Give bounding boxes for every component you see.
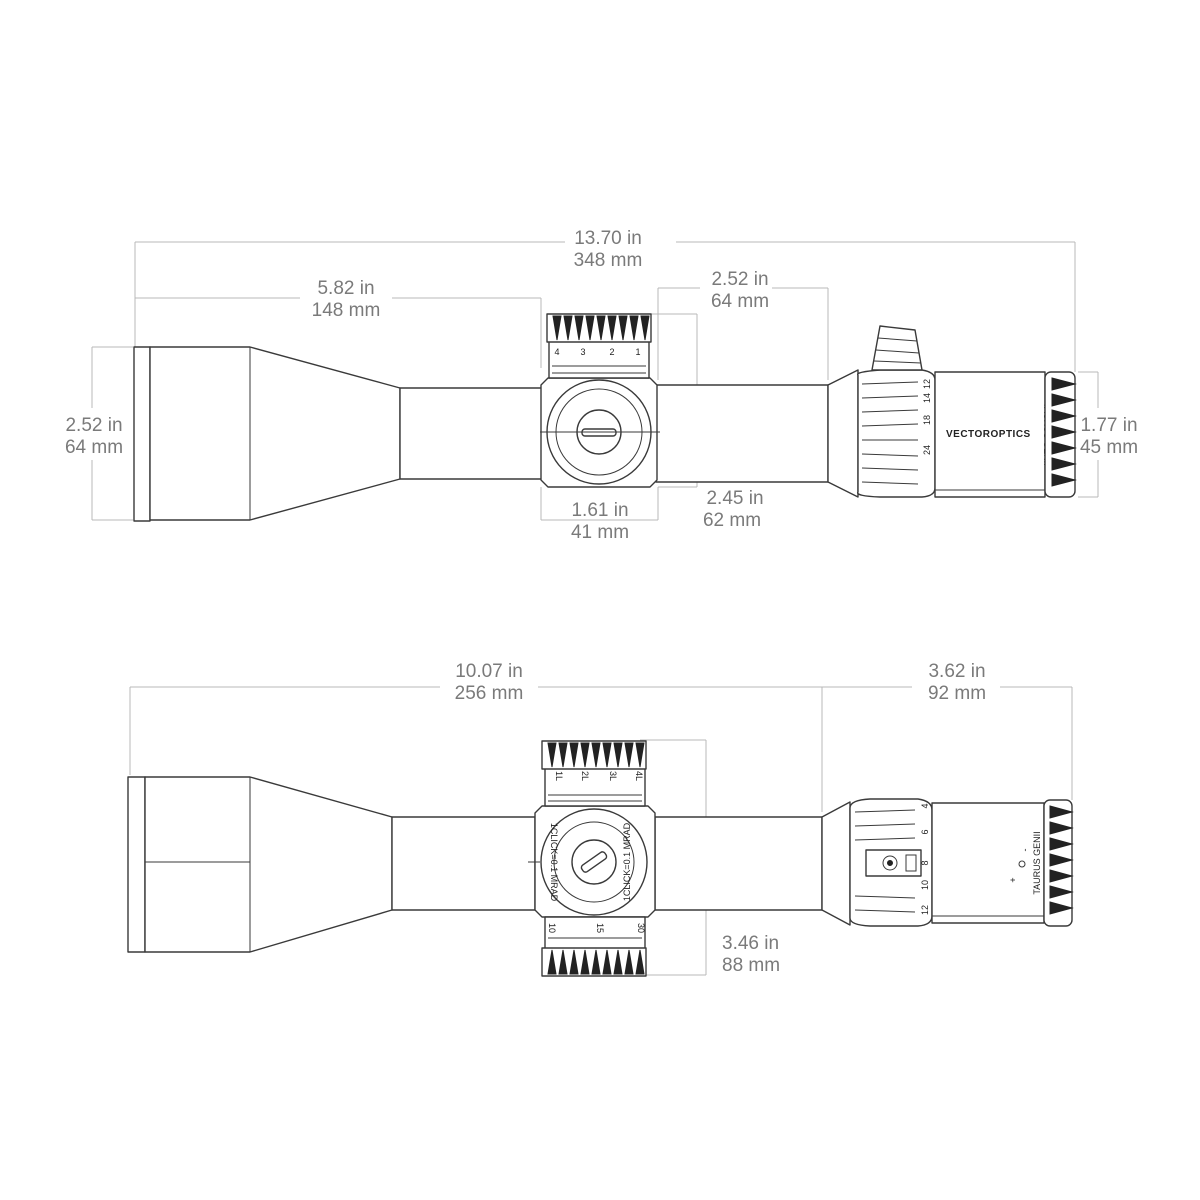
illumination-plus: + [1008, 877, 1018, 882]
overall-length-mm: 348 mm [574, 250, 643, 271]
windage-turret-base [544, 767, 646, 807]
turret-to-ocular-mm: 64 mm [711, 291, 769, 312]
mag-mark-24: 24 [922, 445, 932, 455]
eye-relief-in: 3.62 in [928, 661, 985, 682]
objective-to-saddle-in: 10.07 in [455, 661, 523, 682]
elevation-turret-base [548, 339, 650, 379]
mag-mark-12: 12 [920, 905, 930, 915]
elevation-dial-text-right: 1CLICK=0.1 MRAD [622, 822, 632, 901]
top-dimension-lines [91, 241, 1099, 521]
saddle-length-in: 1.61 in [571, 500, 628, 521]
diopter-knurling-side [1049, 805, 1074, 915]
mag-mark-6: 6 [920, 829, 930, 834]
parallax-knurling [547, 949, 645, 975]
windage-mark-3l: 3L [608, 771, 618, 781]
parallax-mark-30: 30 [636, 923, 646, 933]
scope-body-top: 4 3 2 1 [133, 313, 1077, 522]
objective-to-turret-mm: 148 mm [312, 300, 381, 321]
parallax-mark-15: 15 [595, 923, 605, 933]
side-view: 10.07 in 256 mm 3.62 in 92 mm 3.46 in 88… [127, 661, 1074, 977]
windage-mark-1l: 1L [554, 771, 564, 781]
objective-lens-cap [133, 346, 151, 522]
objective-diameter-in: 2.52 in [65, 415, 122, 436]
diopter-knurling [1051, 377, 1077, 487]
turret-height-mm: 62 mm [703, 510, 761, 531]
mag-mark-10: 10 [920, 880, 930, 890]
elevation-mark-4: 4 [554, 347, 559, 357]
magnification-grooves [861, 381, 919, 485]
objective-lens-cap-side [127, 776, 146, 953]
elevation-mark-3: 3 [580, 347, 585, 357]
turret-span-in: 3.46 in [722, 933, 779, 954]
throw-lever [871, 325, 923, 371]
objective-bell [149, 346, 401, 521]
parallax-turret-base [544, 916, 646, 951]
top-view: 13.70 in 348 mm 5.82 in 148 mm 2.52 in 6… [65, 228, 1138, 543]
side-dimension-lines [129, 686, 1073, 976]
eye-relief-mm: 92 mm [928, 683, 986, 704]
ocular-diameter-mm: 45 mm [1080, 437, 1138, 458]
turret-height-in: 2.45 in [706, 488, 763, 509]
parallax-mark-10: 10 [547, 923, 557, 933]
scope-body-side: 1L 2L 3L 4L 1CLICK=0.1 MRAD 1CLICK=0.1 M… [127, 740, 1074, 977]
mag-mark-18: 18 [922, 415, 932, 425]
main-tube-rear-side [654, 816, 823, 911]
model-text-side: TAURUS GENII [1032, 831, 1042, 894]
mag-mark-4: 4 [920, 803, 930, 808]
objective-diameter-mm: 64 mm [65, 437, 123, 458]
turret-span-mm: 88 mm [722, 955, 780, 976]
objective-to-turret-in: 5.82 in [317, 278, 374, 299]
eyepiece-housing-side [931, 802, 1045, 924]
objective-to-saddle-mm: 256 mm [455, 683, 524, 704]
mag-mark-12: 12 [922, 379, 932, 389]
elevation-mark-2: 2 [609, 347, 614, 357]
windage-mark-4l: 4L [634, 771, 644, 781]
windage-knurling [547, 742, 645, 768]
saddle-length-mm: 41 mm [571, 522, 629, 543]
windage-mark-2l: 2L [580, 771, 590, 781]
objective-bell-side [144, 776, 393, 953]
main-tube-front-side [391, 816, 536, 911]
elevation-mark-1: 1 [635, 347, 640, 357]
turret-to-ocular-in: 2.52 in [711, 269, 768, 290]
illumination-minus: - [1020, 849, 1030, 852]
brand-logo-text: VECTOROPTICS [946, 429, 1031, 440]
eyepiece-taper-side [821, 801, 851, 926]
main-tube-rear [655, 384, 829, 483]
eyepiece-taper [827, 369, 859, 498]
elevation-knurling [552, 315, 650, 341]
elevation-dial-text-left: 1CLICK=0.1 MRAD [549, 823, 559, 902]
main-tube-front [399, 387, 543, 480]
mag-mark-8: 8 [920, 860, 930, 865]
mag-mark-14: 14 [922, 393, 932, 403]
magnification-grooves-side [854, 809, 916, 913]
eyepiece-housing [934, 371, 1046, 498]
ocular-diameter-in: 1.77 in [1080, 415, 1137, 436]
illumination-dot-icon [1018, 860, 1026, 868]
overall-length-in: 13.70 in [574, 228, 642, 249]
illumination-module [865, 849, 922, 877]
